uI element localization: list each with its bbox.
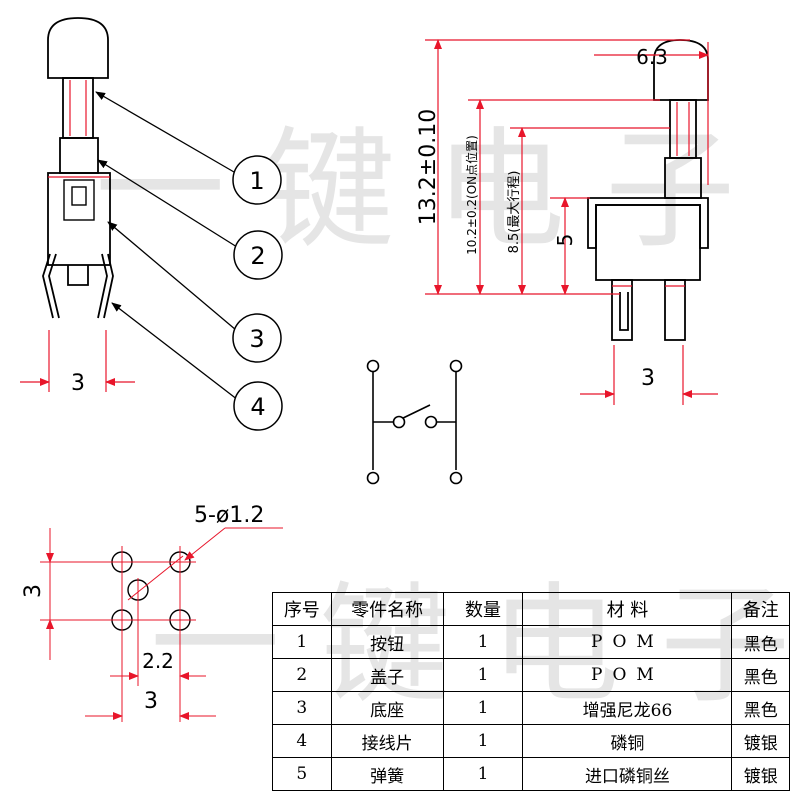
table-row: 4 接线片 1 磷铜 镀银 (272, 724, 790, 758)
footprint-vertical-label: 3 (21, 584, 46, 598)
table-row: 5 弹簧 1 进口磷铜丝 镀银 (272, 757, 790, 791)
dim-top-label: 6.3 (636, 45, 668, 69)
callout-bubbles (232, 155, 283, 431)
table-row: 3 底座 1 增强尼龙66 黑色 (272, 691, 790, 725)
cell-remark: 镀银 (731, 724, 790, 758)
cell-material: POM (522, 625, 733, 659)
button-cap (47, 17, 109, 79)
callout-3-label: 3 (249, 325, 264, 353)
callout-leaders (95, 91, 239, 401)
terminal-left (42, 253, 54, 319)
dim-total-label: 13.2±0.10 (416, 109, 441, 225)
cell-material: 进口磷铜丝 (522, 757, 733, 791)
table-row: 1 按钮 1 POM 黑色 (272, 625, 790, 659)
cell-part-name: 按钮 (330, 625, 444, 659)
callout-4 (233, 381, 283, 431)
cell-remark: 黑色 (731, 625, 790, 659)
header-quantity: 数量 (442, 592, 524, 626)
base-body (47, 172, 111, 266)
front-view (42, 17, 114, 319)
cell-material: 磷铜 (522, 724, 733, 758)
callout-4-label: 4 (250, 393, 265, 421)
plunger (62, 77, 94, 139)
cell-quantity: 1 (442, 724, 524, 758)
cell-index: 2 (272, 658, 332, 692)
callout-2 (233, 230, 283, 280)
callout-2-label: 2 (250, 242, 265, 270)
front-pin-dimension (20, 330, 135, 392)
header-index: 序号 (272, 592, 332, 626)
cell-quantity: 1 (442, 625, 524, 659)
cell-quantity: 1 (442, 691, 524, 725)
cell-part-name: 盖子 (330, 658, 444, 692)
callout-1 (232, 155, 282, 205)
cell-index: 1 (272, 625, 332, 659)
dim-side-pin-label: 3 (641, 366, 655, 391)
front-pin-spacing-label: 3 (71, 371, 85, 396)
svg-text:一键电子: 一键电子 (95, 114, 775, 266)
cell-part-name: 接线片 (330, 724, 444, 758)
cell-remark: 黑色 (731, 691, 790, 725)
switch-schematic (366, 359, 463, 485)
cell-quantity: 1 (442, 757, 524, 791)
cell-part-name: 底座 (330, 691, 444, 725)
header-remark: 备注 (731, 592, 790, 626)
bom-header-row: 序号 零件名称 数量 材 料 备注 (272, 592, 790, 626)
hole-spec-label: 5-ø1.2 (194, 503, 264, 528)
footprint-centerlines (40, 527, 283, 722)
side-dimensions (425, 39, 718, 405)
dim-stroke-label: 8.5(最大行程) (507, 171, 522, 254)
footprint-inner-label: 2.2 (142, 649, 174, 673)
cell-part-name: 弹簧 (330, 757, 444, 791)
cell-material: 增强尼龙66 (522, 691, 733, 725)
table-row: 2 盖子 1 POM 黑色 (272, 658, 790, 692)
footprint-horizontal-label: 3 (144, 689, 158, 714)
dim-on-label: 10.2±0.2(ON点位置) (464, 135, 479, 255)
side-base (595, 204, 701, 281)
callout-3 (232, 313, 282, 363)
cell-material: POM (522, 658, 733, 692)
cell-quantity: 1 (442, 658, 524, 692)
cell-index: 4 (272, 724, 332, 758)
dim-body-label: 5 (553, 234, 577, 247)
cell-remark: 镀银 (731, 757, 790, 791)
cover (59, 137, 99, 174)
bom-table: 序号 零件名称 数量 材 料 备注 1 按钮 1 POM 黑色 2 盖子 1 P… (272, 592, 790, 791)
terminal-right (103, 253, 114, 319)
header-material: 材 料 (522, 592, 733, 626)
callout-1-label: 1 (249, 167, 264, 195)
header-part-name: 零件名称 (330, 592, 444, 626)
cell-index: 3 (272, 691, 332, 725)
cell-index: 5 (272, 757, 332, 791)
cell-remark: 黑色 (731, 658, 790, 692)
